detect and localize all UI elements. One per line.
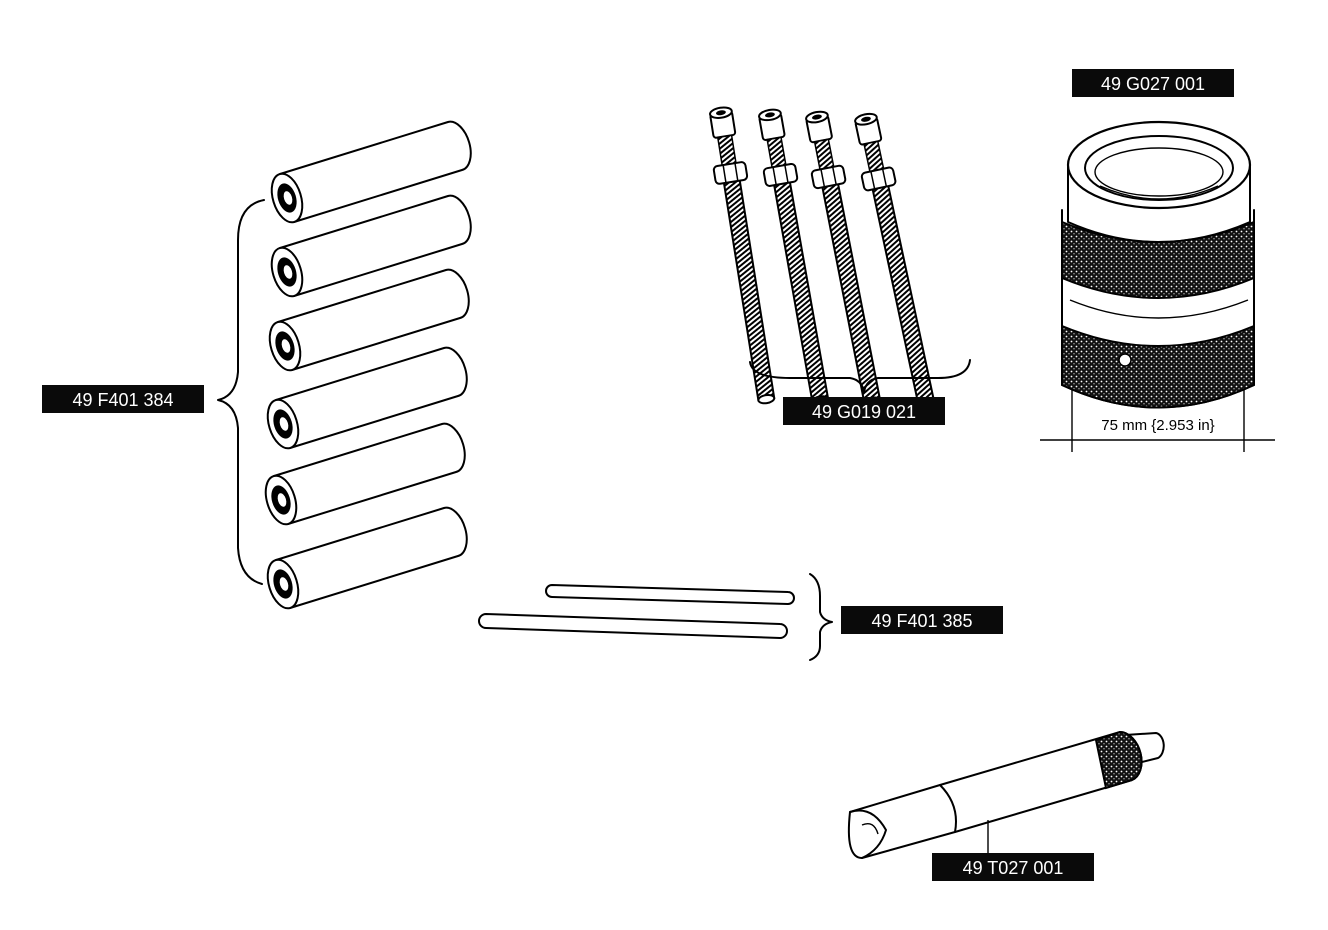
shaft-drawing — [847, 730, 1165, 859]
bolt-set-bracket — [749, 359, 971, 393]
sleeve-code: 49 G027 001 — [1101, 74, 1205, 94]
pin-2 — [478, 613, 788, 639]
roller-set-bracket — [217, 199, 265, 585]
shaft-code: 49 T027 001 — [963, 858, 1064, 878]
pin-set-tag: 49 F401 385 — [841, 606, 1003, 634]
sleeve-drawing: 75 mm {2.953 in} — [1040, 120, 1275, 452]
bolt-set-tag: 49 G019 021 — [783, 397, 945, 425]
pin-set — [478, 584, 795, 639]
sleeve-tag: 49 G027 001 — [1072, 69, 1234, 97]
sleeve-diameter: 75 mm {2.953 in} — [1101, 417, 1214, 434]
roller-set-code: 49 F401 384 — [72, 390, 173, 410]
bolt-set — [703, 104, 944, 412]
pin-1 — [545, 584, 795, 605]
shaft-tag: 49 T027 001 — [932, 853, 1094, 881]
pin-set-bracket — [809, 573, 833, 661]
pin-set-code: 49 F401 385 — [871, 611, 972, 631]
bolt-set-code: 49 G019 021 — [812, 402, 916, 422]
roller-1 — [265, 120, 472, 228]
roller-set-tag: 49 F401 384 — [42, 385, 204, 413]
roller-set — [259, 120, 472, 614]
